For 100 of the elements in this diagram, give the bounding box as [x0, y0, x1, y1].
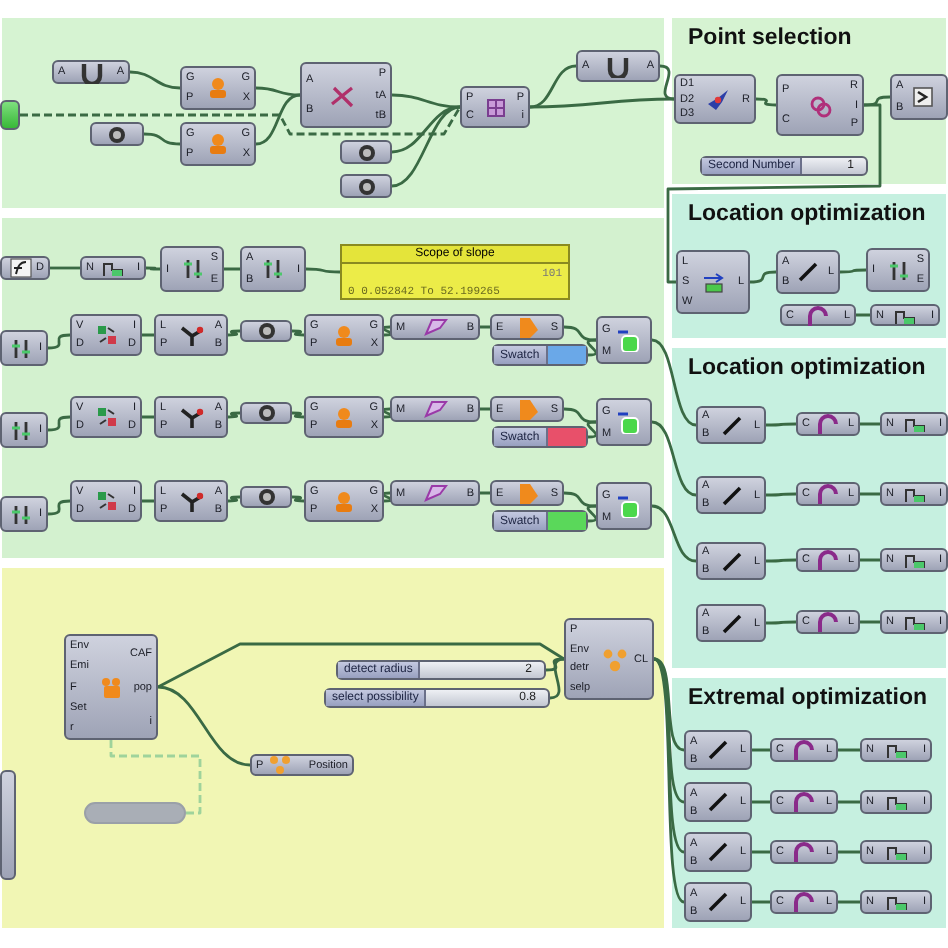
- wire: [109, 740, 202, 815]
- component-box: [250, 754, 354, 776]
- component-box: [460, 86, 530, 128]
- component-box: [780, 304, 856, 326]
- number-slider: [324, 688, 550, 708]
- wire: [563, 407, 597, 424]
- component-box: [684, 782, 752, 822]
- wire: [143, 132, 181, 146]
- wire: [838, 748, 860, 752]
- swatch-component: [0, 100, 20, 130]
- wire: [255, 93, 301, 146]
- component-box: [866, 248, 930, 292]
- component-box: [596, 482, 652, 530]
- group-title: Extremal optimization: [688, 686, 927, 710]
- parameter-box: [90, 122, 144, 146]
- wire: [391, 105, 461, 188]
- wire: [755, 97, 777, 107]
- component-box: [880, 548, 948, 572]
- wire: [653, 657, 685, 854]
- wire: [480, 407, 490, 411]
- wire: [766, 558, 796, 563]
- wire: [563, 325, 597, 342]
- wire: [381, 407, 393, 419]
- wire: [838, 900, 860, 904]
- component-box: [696, 604, 766, 642]
- component-box: [390, 314, 480, 340]
- parameter-box: [240, 402, 292, 424]
- component-box: [684, 882, 752, 922]
- wire: [545, 657, 565, 672]
- component-box: [576, 50, 660, 82]
- group-panel: [670, 346, 948, 670]
- wire: [860, 620, 880, 624]
- wire: [146, 266, 160, 271]
- wire: [863, 95, 891, 107]
- wire: [291, 495, 305, 503]
- wire: [142, 333, 154, 337]
- component-box: [0, 256, 50, 280]
- wire: [766, 620, 796, 625]
- wire: [227, 495, 241, 503]
- component-box: [880, 610, 948, 634]
- group-panel: [670, 16, 948, 186]
- component-box: [870, 304, 940, 326]
- component-box: [80, 256, 146, 280]
- wire: [381, 491, 393, 503]
- component-box: [770, 840, 838, 864]
- wire: [563, 491, 597, 508]
- parameter-box: [240, 486, 292, 508]
- component-box: [490, 314, 564, 340]
- component-box: [160, 246, 224, 292]
- group-panel: [0, 16, 666, 210]
- component-box: [154, 314, 228, 356]
- component-box: [70, 480, 142, 522]
- wire: [666, 103, 882, 284]
- wire: [549, 657, 565, 700]
- disabled-component: [84, 802, 186, 824]
- wire: [306, 267, 340, 274]
- component-box: [0, 330, 48, 366]
- component-box: [300, 62, 392, 128]
- component-box: [390, 396, 480, 422]
- wire: [653, 657, 685, 804]
- component-box: [70, 396, 142, 438]
- component-box: [880, 482, 948, 506]
- component-box: [696, 542, 766, 580]
- component-box: [796, 412, 860, 436]
- wire: [752, 900, 770, 904]
- component-box: [596, 398, 652, 446]
- wire: [840, 268, 866, 274]
- wire: [530, 97, 674, 109]
- wire: [391, 93, 461, 109]
- component-box: [770, 890, 838, 914]
- parameter-box: [340, 140, 392, 164]
- group-title: Point selection: [688, 26, 852, 50]
- wire: [586, 504, 598, 523]
- component-box: [860, 790, 932, 814]
- wire: [142, 415, 154, 419]
- wire: [291, 411, 305, 419]
- component-box: [240, 246, 306, 292]
- group-panel: [0, 566, 666, 930]
- component-box: [596, 316, 652, 364]
- wire: [752, 748, 770, 752]
- component-box: [304, 480, 384, 522]
- group-panel: [0, 216, 666, 560]
- component-box: [696, 406, 766, 444]
- component-box: [154, 396, 228, 438]
- component-box: [390, 480, 480, 506]
- component-box: [860, 890, 932, 914]
- wire: [749, 270, 777, 284]
- wire: [860, 558, 880, 562]
- wire: [838, 800, 860, 804]
- wire: [47, 415, 71, 432]
- wire: [20, 106, 462, 136]
- component-box: [860, 840, 932, 864]
- component-box: [64, 634, 158, 740]
- number-slider: [336, 660, 546, 680]
- wire: [157, 642, 565, 689]
- text-panel: [340, 244, 570, 300]
- wire: [142, 499, 154, 503]
- wire: [255, 86, 301, 97]
- component-box: [70, 314, 142, 356]
- wire: [653, 657, 685, 904]
